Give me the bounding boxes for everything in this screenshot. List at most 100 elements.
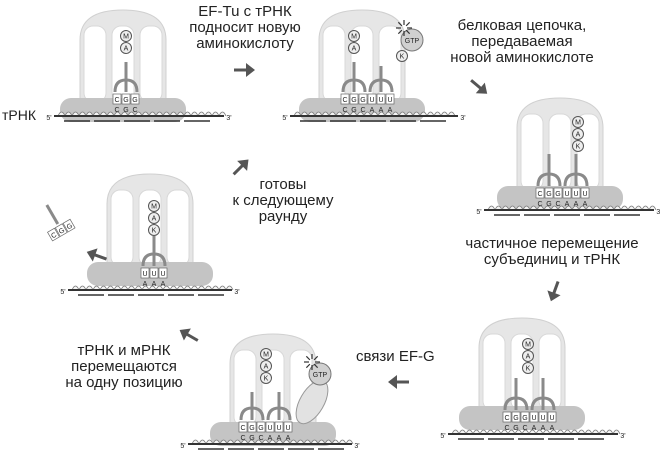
- trna-arm: [239, 406, 265, 421]
- ribosome-site: [83, 25, 107, 103]
- flow-arrow: [86, 248, 107, 262]
- anticodon-letter: G: [513, 415, 518, 422]
- amino-acid-bead: [260, 372, 272, 384]
- amino-acid-label: M: [525, 342, 531, 349]
- codon-box: [580, 187, 590, 199]
- codon-box: [47, 227, 60, 242]
- mrna-5-prime: 5': [476, 209, 481, 216]
- codon-box: [62, 218, 76, 233]
- anticodon-letter: G: [258, 425, 263, 432]
- codon-box: [130, 93, 140, 105]
- gtp-burst-ray: [397, 21, 403, 27]
- anticodon-letter: G: [123, 97, 128, 104]
- ribosome-site: [166, 189, 190, 267]
- flow-arrow: [547, 281, 561, 302]
- amino-acid-label: M: [575, 120, 581, 127]
- codon-letter: A: [152, 281, 157, 288]
- mrna-5-prime: 5': [46, 115, 51, 122]
- amino-acid-label: K: [152, 228, 157, 235]
- codon-letter: A: [565, 201, 570, 208]
- codon-box: [140, 267, 150, 279]
- flow-arrow-head: [475, 82, 488, 94]
- codon-box: [562, 187, 572, 199]
- anticodon-letter: U: [549, 415, 554, 422]
- codon-letter: A: [286, 435, 291, 442]
- amino-acid-label: K: [400, 54, 405, 61]
- amino-acid-label: A: [264, 364, 269, 371]
- trna-arm: [368, 78, 394, 93]
- gtp-label: GTP: [405, 38, 420, 45]
- codon-letter: A: [583, 201, 588, 208]
- trna-arm: [113, 78, 139, 93]
- ef-tu-factor: [400, 28, 424, 52]
- codon-box: [149, 267, 159, 279]
- flow-arrow-shaft: [184, 332, 199, 342]
- ribosome-site: [482, 333, 506, 411]
- codon-box: [376, 93, 386, 105]
- mrna-3-prime: 3': [354, 443, 359, 450]
- flow-arrow: [388, 375, 409, 389]
- anticodon-letter: U: [531, 415, 536, 422]
- amino-acid-label: K: [264, 376, 269, 383]
- codon-letter: A: [550, 425, 555, 432]
- flow-arrow-head: [547, 290, 561, 302]
- trna-arm: [341, 78, 367, 93]
- anticodon-letter: U: [564, 191, 569, 198]
- ef-tu-factor: [308, 362, 332, 386]
- codon-letter: A: [277, 435, 282, 442]
- mrna-3-prime: 3': [234, 289, 239, 296]
- flow-arrow-head: [179, 328, 191, 341]
- flow-arrow-shaft: [470, 79, 483, 91]
- codon-box: [121, 93, 131, 105]
- ribosome-site: [139, 25, 163, 103]
- codon-box: [385, 93, 395, 105]
- codon-box: [538, 411, 548, 423]
- anticodon-letter: G: [360, 97, 365, 104]
- codon-box: [54, 223, 68, 237]
- anticodon-letter: G: [555, 191, 560, 198]
- codon-letter: A: [161, 281, 166, 288]
- amino-acid-label: A: [352, 46, 357, 53]
- amino-acid-bead: [148, 200, 160, 212]
- codon-letter: G: [351, 107, 356, 114]
- anticodon-letter: G: [546, 191, 551, 198]
- codon-box: [520, 411, 530, 423]
- trna-stem: [45, 204, 60, 225]
- mrna-5-prime: 5': [440, 433, 445, 440]
- anticodon-letter: U: [369, 97, 374, 104]
- amino-acid-bead: [260, 348, 272, 360]
- flow-arrow: [232, 159, 249, 176]
- codon-box: [571, 187, 581, 199]
- flow-arrow-head: [237, 159, 249, 171]
- anticodon-letter: C: [50, 232, 58, 241]
- anticodon-letter: G: [66, 223, 74, 232]
- codon-box: [535, 187, 545, 199]
- codon-letter: C: [132, 107, 137, 114]
- amino-acid-bead: [572, 128, 584, 140]
- codon-letter: A: [532, 425, 537, 432]
- codon-box: [349, 93, 359, 105]
- anticodon-letter: U: [142, 271, 147, 278]
- anticodon-letter: U: [582, 191, 587, 198]
- codon-box: [358, 93, 368, 105]
- amino-acid-bead: [572, 140, 584, 152]
- codon-box: [547, 411, 557, 423]
- gtp-burst-ray: [313, 363, 319, 369]
- codon-letter: C: [537, 201, 542, 208]
- amino-acid-label: K: [576, 144, 581, 151]
- flow-arrow-head: [388, 375, 397, 389]
- anticodon-letter: U: [378, 97, 383, 104]
- trna-arm: [266, 406, 292, 421]
- mrna-3-prime: 3': [656, 209, 660, 216]
- codon-letter: G: [249, 435, 254, 442]
- amino-acid-bead: [148, 212, 160, 224]
- anticodon-letter: C: [504, 415, 509, 422]
- codon-box: [367, 93, 377, 105]
- codon-letter: A: [268, 435, 273, 442]
